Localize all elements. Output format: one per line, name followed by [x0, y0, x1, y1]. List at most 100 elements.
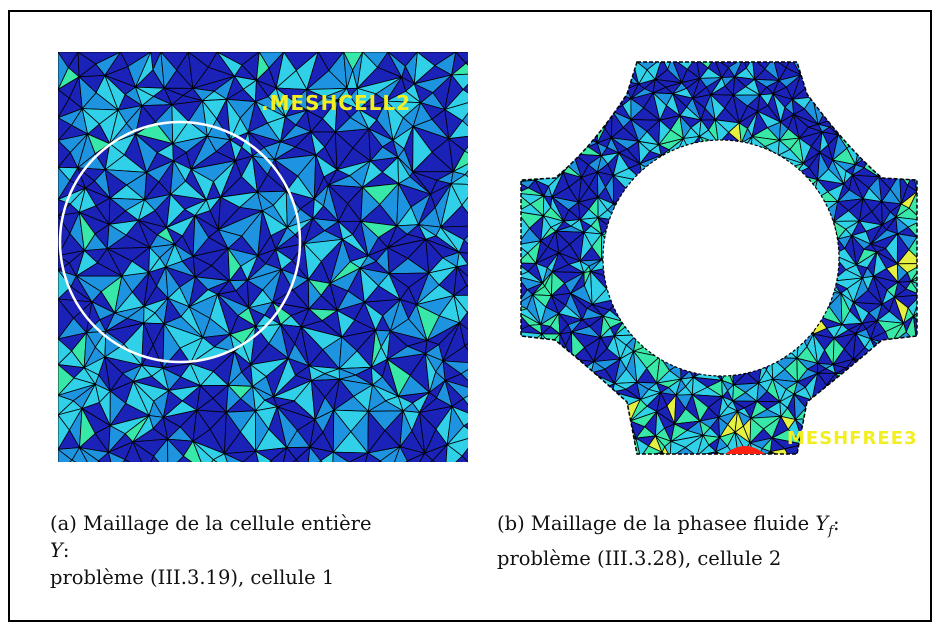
mesh-element: [583, 459, 594, 469]
mesh-element: [412, 125, 433, 173]
mesh-element: [610, 137, 628, 154]
mesh-element: [192, 409, 211, 443]
mesh-element: [872, 397, 898, 407]
mesh-element: [565, 133, 582, 155]
mesh-element: [831, 100, 846, 118]
mesh-element: [521, 350, 541, 368]
mesh-element: [858, 88, 873, 105]
mesh-element: [572, 152, 589, 179]
mesh-element: [276, 406, 298, 449]
mesh-element: [336, 87, 351, 101]
mesh-element: [600, 83, 617, 93]
mesh-element: [916, 219, 917, 239]
mesh-element: [448, 137, 466, 173]
mesh-element: [571, 73, 599, 87]
mesh-element: [162, 367, 182, 392]
mesh-element: [531, 460, 545, 468]
mesh-element: [819, 130, 829, 154]
mesh-element: [527, 390, 544, 413]
mesh-element: [521, 375, 532, 387]
mesh-element: [583, 378, 591, 401]
mesh-element: [521, 405, 545, 423]
caption-b-colon: :: [833, 512, 840, 535]
mesh-element: [137, 198, 156, 222]
mesh-element: [833, 407, 864, 422]
mesh-element: [521, 390, 536, 407]
mesh-element: [878, 350, 904, 363]
mesh-element: [521, 192, 532, 213]
mesh-element: [837, 450, 856, 454]
mesh-element: [921, 292, 927, 306]
mesh-element: [561, 62, 574, 80]
mesh-element: [329, 238, 351, 284]
mesh-element: [216, 52, 243, 77]
mesh-element: [122, 459, 130, 462]
mesh-element: [334, 98, 351, 134]
mesh-element: [251, 154, 269, 194]
mesh-element: [691, 96, 706, 122]
mesh-element: [540, 141, 549, 166]
mesh-element: [894, 133, 914, 150]
mesh-element: [891, 366, 917, 380]
mesh-element: [521, 446, 532, 454]
mesh-element: [320, 451, 334, 462]
mesh-element: [58, 52, 69, 90]
mesh-element: [783, 461, 794, 468]
mesh-label-meshfree3: MESHFREE3: [787, 428, 918, 449]
mesh-element: [104, 168, 128, 199]
mesh-element: [890, 98, 917, 112]
mesh-element: [553, 144, 575, 163]
mesh-element: [338, 368, 357, 380]
mesh-element: [799, 66, 824, 76]
mesh-element: [282, 446, 297, 462]
mesh-element: [923, 58, 927, 68]
mesh-element: [602, 411, 622, 428]
mesh-element: [78, 187, 97, 214]
mesh-element: [521, 71, 529, 93]
mesh-element: [864, 62, 880, 82]
mesh-element: [565, 116, 582, 135]
mesh-element: [878, 134, 897, 147]
mesh-element: [838, 105, 851, 118]
mesh-element: [569, 62, 603, 68]
mesh-element: [348, 452, 369, 462]
mesh-element: [359, 255, 378, 269]
mesh-element: [188, 305, 211, 339]
mesh-element: [871, 103, 885, 119]
mesh-element: [550, 62, 572, 68]
inclusion-boundary-circle: [58, 120, 302, 364]
mesh-element: [389, 298, 409, 333]
mesh-element: [536, 62, 553, 69]
mesh-element: [614, 79, 628, 93]
mesh-element: [455, 455, 468, 462]
mesh-element: [908, 82, 917, 105]
mesh-element: [413, 52, 436, 85]
mesh-element: [910, 448, 917, 454]
mesh-element: [309, 418, 324, 449]
mesh-element: [521, 66, 545, 81]
mesh-element: [397, 395, 414, 412]
mesh-element: [658, 119, 672, 146]
mesh-element: [557, 373, 573, 394]
mesh-element: [824, 76, 834, 103]
mesh-element: [521, 125, 545, 145]
mesh-element: [144, 171, 160, 201]
mesh-element: [540, 214, 552, 243]
mesh-element: [248, 307, 266, 328]
mesh-element: [860, 123, 881, 135]
mesh-element: [849, 112, 873, 126]
mesh-element: [732, 75, 747, 97]
mesh-element: [82, 366, 100, 386]
mesh-element: [312, 198, 325, 220]
mesh-element: [546, 62, 556, 76]
mesh-element: [134, 132, 158, 174]
mesh-element: [915, 436, 917, 450]
mesh-element: [853, 452, 879, 454]
mesh-element: [847, 373, 865, 403]
mesh-element: [606, 91, 617, 113]
mesh-element: [104, 75, 126, 112]
mesh-element: [530, 430, 559, 447]
mesh-element: [918, 394, 927, 409]
mesh-element: [875, 452, 887, 454]
mesh-element: [656, 466, 673, 468]
